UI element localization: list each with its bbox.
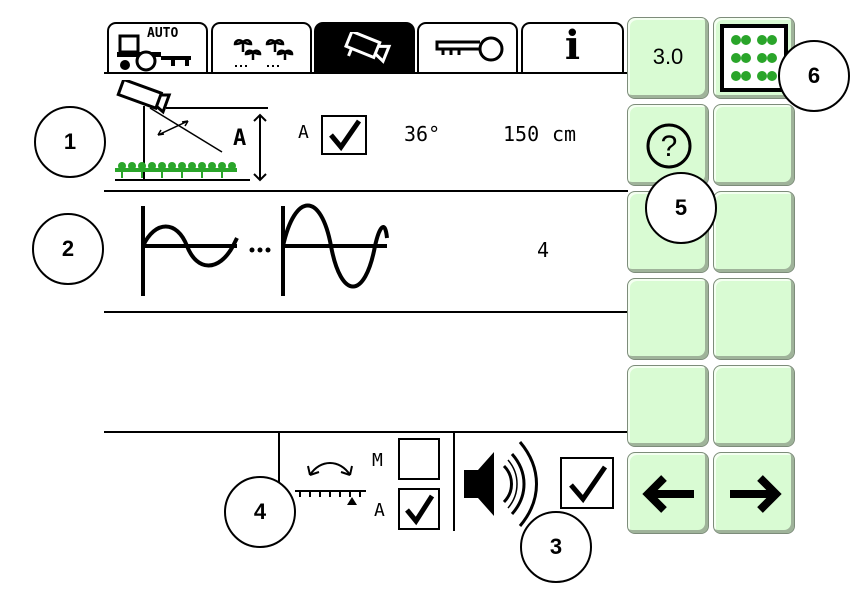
tab-camera[interactable] bbox=[314, 22, 415, 72]
camera-distance-unit: cm bbox=[552, 122, 577, 146]
tab-info[interactable]: i bbox=[521, 22, 624, 72]
callout-2: 2 bbox=[32, 213, 104, 285]
softkey-empty[interactable] bbox=[713, 365, 795, 447]
row-divider bbox=[104, 311, 628, 313]
callout-6: 6 bbox=[778, 40, 850, 112]
forward-button[interactable] bbox=[713, 452, 795, 534]
row-divider bbox=[104, 190, 628, 192]
bottom-divider bbox=[104, 431, 628, 433]
sensitivity-value: 4 bbox=[537, 238, 550, 262]
tab-auto-tractor[interactable]: AUTO bbox=[107, 22, 208, 72]
softkey-empty[interactable] bbox=[627, 278, 709, 360]
auto-label: A bbox=[374, 500, 385, 521]
tractor-icon bbox=[117, 34, 191, 72]
sensitivity-wave-diagram bbox=[141, 203, 389, 296]
plants-icon bbox=[233, 39, 294, 67]
callout-1: 1 bbox=[34, 106, 106, 178]
mode-label: A bbox=[298, 122, 309, 143]
steering-adjust-icon bbox=[295, 462, 366, 505]
help-icon: ? bbox=[646, 123, 692, 169]
camera-geometry-diagram bbox=[115, 80, 268, 182]
checkmark-icon bbox=[405, 494, 435, 526]
callout-3: 3 bbox=[520, 511, 592, 583]
camera-distance-value: 150 bbox=[503, 122, 540, 146]
height-label: A bbox=[233, 126, 247, 151]
manual-label: M bbox=[372, 450, 383, 471]
callout-4: 4 bbox=[224, 476, 296, 548]
softkey-empty[interactable] bbox=[627, 365, 709, 447]
softkey-empty[interactable] bbox=[713, 104, 795, 186]
checkmark-icon bbox=[329, 119, 362, 152]
auto-mode-checkbox[interactable] bbox=[321, 115, 367, 155]
tab-auto-label: AUTO bbox=[147, 26, 179, 41]
plants-grid-icon bbox=[720, 24, 788, 92]
version-button[interactable]: 3.0 bbox=[627, 17, 709, 99]
camera-angle-value: 36° bbox=[404, 122, 441, 146]
callout-5: 5 bbox=[645, 172, 717, 244]
checkmark-icon bbox=[569, 465, 608, 504]
version-label: 3.0 bbox=[652, 44, 684, 69]
softkey-empty[interactable] bbox=[713, 191, 795, 273]
bottom-vertical-divider bbox=[453, 431, 455, 531]
softkey-empty[interactable] bbox=[713, 278, 795, 360]
tab-baseline bbox=[104, 72, 628, 74]
arrow-left-icon bbox=[642, 475, 694, 513]
help-button[interactable]: ? bbox=[627, 104, 709, 186]
auto-steering-checkbox[interactable] bbox=[398, 488, 440, 530]
sound-checkbox[interactable] bbox=[560, 457, 614, 509]
speaker-icon bbox=[464, 441, 538, 527]
camera-icon bbox=[344, 32, 392, 64]
manual-mode-checkbox[interactable] bbox=[398, 438, 440, 480]
tab-key[interactable] bbox=[417, 22, 518, 72]
arrow-right-icon bbox=[730, 475, 782, 513]
svg-text:?: ? bbox=[661, 130, 678, 163]
back-button[interactable] bbox=[627, 452, 709, 534]
info-icon: i bbox=[564, 22, 581, 69]
tab-plants[interactable] bbox=[211, 22, 312, 72]
key-icon bbox=[435, 36, 504, 62]
